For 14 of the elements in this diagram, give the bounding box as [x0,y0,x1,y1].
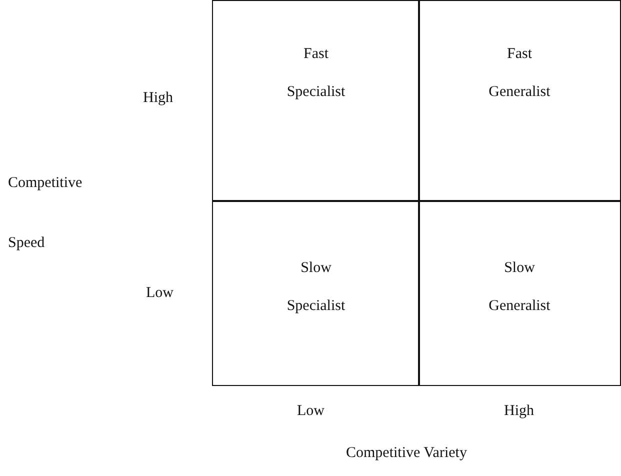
matrix-cell [418,200,621,386]
axis-title: Competitive Speed [8,174,82,253]
matrix-cell [212,200,420,386]
quadrant-label: Slow Specialist [286,259,346,316]
axis-title: Competitive Variety [346,445,467,462]
axis-tick-label: High [504,403,534,420]
quadrant-label: Fast Generalist [488,45,550,102]
axis-tick-label: Low [146,285,174,302]
quadrant-label: Fast Specialist [286,45,346,102]
axis-tick-label: High [143,90,173,107]
quadrant-label: Slow Generalist [488,259,550,316]
matrix-cell [418,0,621,202]
axis-tick-label: Low [297,403,324,420]
matrix-cell [212,0,420,202]
